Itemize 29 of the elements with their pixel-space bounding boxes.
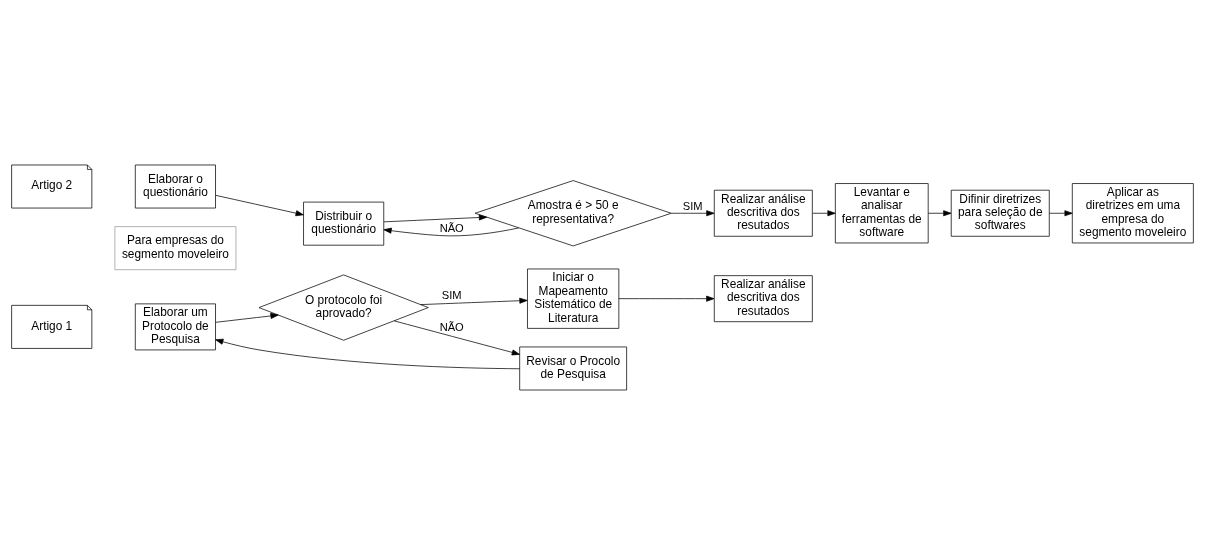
node-box: Difinir diretrizes para seleção de softwares <box>950 189 1050 237</box>
edge-label: NÃO <box>439 221 464 234</box>
node-box: Realizar análise descritiva dos resutados <box>713 189 813 237</box>
arrow <box>215 194 304 216</box>
node-box: Levantar e analisar ferramentas de software <box>835 182 929 243</box>
node-diamond: O protocolo foi aprovado? <box>258 274 429 341</box>
node-box: Elaborar o questionário <box>134 164 216 208</box>
edge-label: NÃO <box>439 320 464 333</box>
node-box: Distribuir o questionário <box>303 201 385 246</box>
arrow <box>383 214 488 222</box>
node-box: Revisar o Procolo de Pesquisa <box>519 346 627 390</box>
arrow <box>812 209 836 216</box>
arrow <box>618 295 715 302</box>
arrow <box>1049 209 1073 216</box>
arrow <box>393 320 520 355</box>
node-diamond: Amostra é > 50 e representativa? <box>474 179 672 246</box>
arrow <box>670 209 715 216</box>
arrow <box>383 227 520 236</box>
arrow <box>928 209 952 216</box>
node-box: Para empresas do segmento moveleiro <box>114 225 237 270</box>
edge-label: SIM <box>682 199 703 212</box>
arrow <box>420 297 528 305</box>
arrow <box>215 338 520 369</box>
node-box: Aplicar as diretrizes em uma empresa do segmento moveleiro <box>1071 182 1194 243</box>
edge-label: SIM <box>441 288 462 301</box>
node-box: Elaborar um Protocolo de Pesquisa <box>134 303 216 350</box>
node-box: Iniciar o Mapeamento Sistemático de Literatura <box>527 268 620 329</box>
node-box: Realizar análise descritiva dos resutados <box>713 274 813 322</box>
arrow <box>215 312 279 323</box>
